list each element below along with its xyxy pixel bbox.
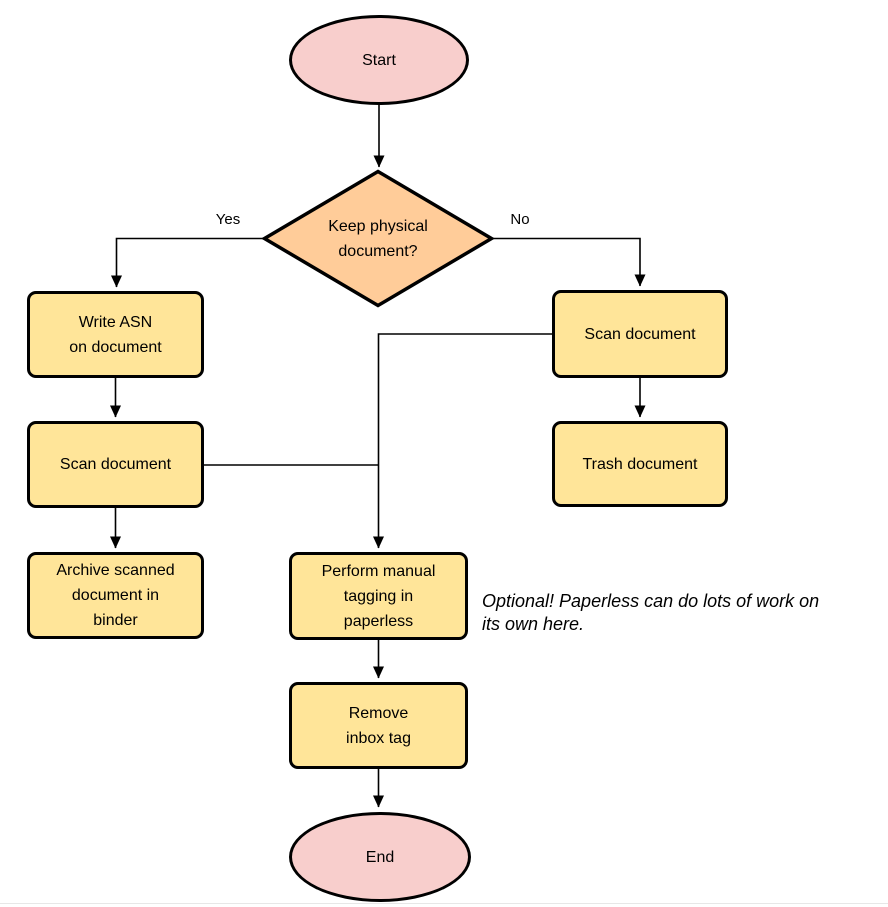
archive-document-node: Archive scanned document in binder xyxy=(27,552,204,639)
start-node: Start xyxy=(289,15,469,105)
scan-document-right-node: Scan document xyxy=(552,290,728,378)
scan-document-right-node-label: Scan document xyxy=(584,325,696,343)
start-node-label: Start xyxy=(362,51,396,69)
remove-inbox-tag-node-label: Remove inbox tag xyxy=(346,704,411,747)
scan-document-left-node: Scan document xyxy=(27,421,204,508)
perform-tagging-node: Perform manual tagging in paperless xyxy=(289,552,468,640)
edge-decision-yes-to-write-asn xyxy=(111,237,264,288)
no-branch-label: No xyxy=(510,211,530,228)
write-asn-node: Write ASN on document xyxy=(27,291,204,378)
scan-document-left-node-label: Scan document xyxy=(59,456,172,473)
end-node-label: End xyxy=(365,848,395,866)
perform-tagging-node-label: Perform manual tagging in paperless xyxy=(321,562,436,630)
yes-branch-label: Yes xyxy=(215,211,241,228)
decision-diamond-shape xyxy=(261,169,495,308)
archive-document-node-label: Archive scanned document in binder xyxy=(56,562,175,629)
end-node: End xyxy=(289,812,471,902)
decision-node: Keep physical document? xyxy=(281,213,475,265)
decision-node-label: Keep physical document? xyxy=(328,218,428,260)
edge-scan-right-to-perform xyxy=(373,333,552,549)
trash-document-node-label: Trash document xyxy=(582,455,698,473)
write-asn-node-label: Write ASN on document xyxy=(69,313,162,356)
bottom-divider xyxy=(0,903,888,904)
trash-document-node: Trash document xyxy=(552,421,728,507)
optional-note: Optional! Paperless can do lots of work … xyxy=(482,591,820,634)
edge-decision-no-to-scan-right xyxy=(492,237,646,287)
remove-inbox-tag-node: Remove inbox tag xyxy=(289,682,468,769)
